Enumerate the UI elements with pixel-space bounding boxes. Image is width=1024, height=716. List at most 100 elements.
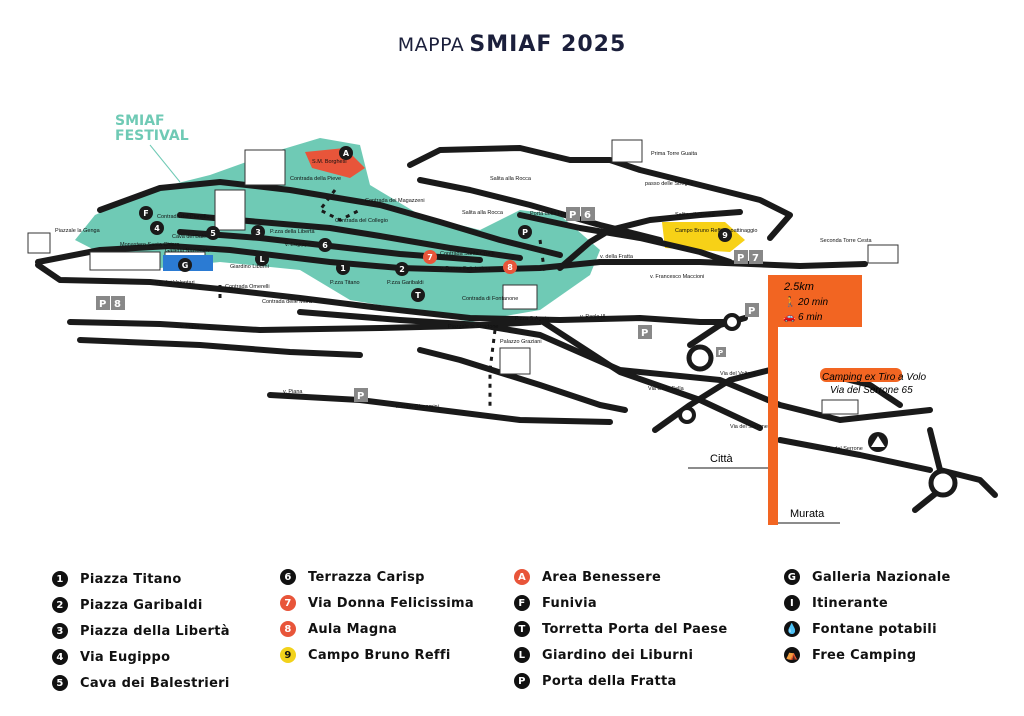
building-icon	[244, 149, 286, 186]
map-label: v. Eugippo	[285, 242, 311, 248]
legend-item: 7 Via Donna Felicissima	[280, 590, 474, 616]
building-icon	[821, 399, 859, 415]
marker-7[interactable]: 7	[427, 253, 433, 262]
parking-7-num: 7	[752, 253, 759, 264]
legend-badge: I	[784, 595, 800, 611]
map-label: passo delle Streghe	[645, 181, 694, 187]
distance-label: 2.5km	[783, 281, 814, 293]
map-label: Contrada Omerelli	[225, 284, 270, 290]
map-label: Contrada di Fontanone	[462, 296, 518, 302]
legend-label: Via Eugippo	[80, 649, 171, 665]
legend-badge: P	[514, 673, 530, 689]
parking-6[interactable]: P	[569, 210, 576, 221]
map-label: Via del Serrone	[730, 424, 768, 430]
legend-label: Via Donna Felicissima	[308, 595, 474, 611]
legend-label: Piazza della Libertà	[80, 623, 230, 639]
legend-item: P Porta della Fratta	[514, 668, 727, 694]
title-light: MAPPA	[397, 34, 465, 56]
marker-a[interactable]: A	[343, 149, 350, 158]
citta-label: Città	[710, 453, 734, 465]
legend-item: 💧Fontane potabili	[784, 616, 951, 642]
map-label: v. Paolo III	[580, 314, 606, 320]
parking-7[interactable]: P	[737, 253, 744, 264]
marker-4[interactable]: 4	[154, 224, 160, 233]
legend-badge: A	[514, 569, 530, 585]
parking-sign[interactable]: P	[641, 328, 648, 339]
legend-badge: 1	[52, 571, 68, 587]
roads	[35, 145, 998, 513]
camping-highlight	[820, 368, 902, 382]
legend-item: 1 Piazza Titano	[52, 566, 230, 592]
parking-sign[interactable]: P	[357, 391, 364, 402]
marker-5[interactable]: 5	[210, 229, 216, 238]
map-label: Via del Voltone	[720, 371, 757, 377]
legend-label: Piazza Titano	[80, 571, 182, 587]
marker-g[interactable]: G	[182, 261, 189, 270]
marker-2[interactable]: 2	[399, 265, 405, 274]
parking-sign[interactable]: P	[748, 306, 755, 317]
tent-icon-shape	[871, 436, 885, 447]
marker-l[interactable]: L	[259, 255, 264, 264]
map-label: Palazzo Graziani	[500, 339, 542, 345]
legend-label: Funivia	[542, 595, 598, 611]
map-label: Campo Bruno Reffi ex pattinaggio	[675, 228, 757, 234]
legend-label: Galleria Nazionale	[812, 569, 951, 585]
festival-label-2: FESTIVAL	[115, 128, 189, 144]
legend-badge: 7	[280, 595, 296, 611]
legend-item: 8 Aula Magna	[280, 616, 474, 642]
map-label: Contrada della Pieve	[290, 176, 341, 182]
legend-label: Porta della Fratta	[542, 673, 677, 689]
map-label: v. della Fratta	[600, 254, 634, 260]
legend-label: Torretta Porta del Paese	[542, 621, 728, 637]
map-label: Salita alla Rocca	[490, 176, 532, 182]
map-label: v. Donna Felicissima	[440, 266, 491, 272]
map-label: Piazzale la Genga	[55, 228, 101, 234]
parking-8[interactable]: P	[99, 299, 106, 310]
legend-badge: 3	[52, 623, 68, 639]
legend-badge: L	[514, 647, 530, 663]
marker-f[interactable]: F	[143, 209, 148, 218]
tent-icon: ⛺	[784, 647, 800, 663]
legend-badge: 9	[280, 647, 296, 663]
marker-t[interactable]: T	[415, 291, 421, 300]
legend-label: Campo Bruno Reffi	[308, 647, 451, 663]
map-label: Via del Serrone	[825, 446, 863, 452]
map-label: v. Piana	[180, 324, 200, 330]
marker-3[interactable]: 3	[255, 228, 261, 237]
marker-p[interactable]: P	[522, 228, 528, 237]
map-label: P.zza Titano	[330, 280, 360, 286]
legend-label: Piazza Garibaldi	[80, 597, 203, 613]
parking-sign[interactable]: P	[718, 349, 723, 357]
legend-item: ⛺Free Camping	[784, 642, 951, 668]
legend-label: Aula Magna	[308, 621, 398, 637]
festival-map: 2.5km 🚶 20 min 🚗 6 min Città Murata Camp…	[27, 113, 998, 525]
marker-6[interactable]: 6	[322, 241, 328, 250]
festival-label-1: SMIAF	[115, 113, 165, 129]
marker-1[interactable]: 1	[340, 264, 346, 273]
festival-pointer	[149, 144, 181, 183]
car-time: 6 min	[798, 312, 823, 323]
building-icon	[27, 232, 51, 254]
legend-badge: 6	[280, 569, 296, 585]
camping-line1: Camping ex Tiro a Volo	[822, 372, 926, 383]
legend-badge: 5	[52, 675, 68, 691]
legend-badge: 8	[280, 621, 296, 637]
walk-time: 20 min	[797, 297, 828, 308]
marker-9[interactable]: 9	[722, 231, 728, 240]
building-icon	[611, 139, 643, 163]
map-label: Contrada delle Mura	[262, 299, 313, 305]
map-label: Contrada dei Magazzeni	[365, 198, 425, 204]
parking-8-num: 8	[114, 299, 121, 310]
marker-8[interactable]: 8	[507, 263, 513, 272]
map-label: Via Celle Bella	[648, 386, 685, 392]
map-label: P.zza della Libertà	[270, 229, 315, 235]
legend-label: Area Benessere	[542, 569, 662, 585]
building-icon	[89, 251, 161, 271]
